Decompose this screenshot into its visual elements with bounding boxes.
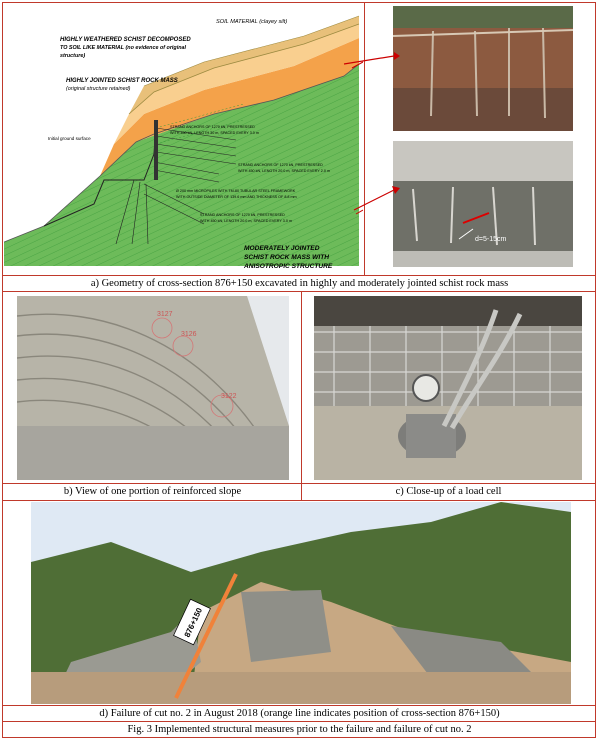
caption-d: d) Failure of cut no. 2 in August 2018 (… (99, 708, 500, 719)
label-spacing: d=5-15cm (475, 236, 506, 243)
label-hw-schist: HIGHLY WEATHERED SCHIST DECOMPOSED (60, 37, 191, 43)
photo-load-cell (314, 296, 582, 480)
svg-text:WITH OUTSIDE DIAMETER OF 139.6: WITH OUTSIDE DIAMETER OF 139.6 mm AND TH… (176, 195, 297, 199)
photo-weathered-schist (393, 6, 573, 131)
figure-caption: Fig. 3 Implemented structural measures p… (127, 724, 472, 735)
label-mj-schist: MODERATELY JOINTED (244, 245, 320, 252)
svg-text:Ø 200 mm MICROPILES WITH TM-80: Ø 200 mm MICROPILES WITH TM-80 TUBULAR S… (176, 189, 296, 193)
svg-text:SCHIST ROCK MASS WITH: SCHIST ROCK MASS WITH (244, 254, 329, 261)
photo-reinforced-slope: 3127 3126 3122 (17, 296, 289, 480)
photo-jointed-schist: d=5-15cm (393, 141, 573, 267)
divider (364, 3, 365, 275)
svg-text:WITH 450 kN, LENGTH 20.0 m, SP: WITH 450 kN, LENGTH 20.0 m, SPACED EVERY… (200, 219, 292, 223)
svg-text:STRAND ANCHORS OF 1270 kN, PRE: STRAND ANCHORS OF 1270 kN, PRESTRESSED (170, 125, 255, 129)
label-soil: SOIL MATERIAL (clayey silt) (216, 19, 287, 25)
svg-text:STRAND ANCHORS OF 1270 kN, PRE: STRAND ANCHORS OF 1270 kN, PRESTRESSED (200, 213, 285, 217)
caption-c: c) Close-up of a load cell (395, 486, 502, 497)
svg-text:WITH 450 kN, LENGTH 20.0 m, SP: WITH 450 kN, LENGTH 20.0 m, SPACED EVERY… (238, 169, 330, 173)
divider (301, 292, 302, 500)
divider (3, 291, 595, 292)
cross-section-drawing: SOIL MATERIAL (clayey silt) HIGHLY WEATH… (4, 4, 363, 274)
divider (3, 705, 595, 706)
svg-text:(original structure retained): (original structure retained) (66, 86, 131, 92)
label-ground-surface: Initial ground surface (48, 136, 91, 141)
divider (3, 483, 595, 484)
divider (3, 500, 595, 501)
divider (3, 721, 595, 722)
svg-text:WITH 450 kN, LENGTH 30 m, SPAC: WITH 450 kN, LENGTH 30 m, SPACED EVERY 3… (170, 131, 259, 135)
caption-a: a) Geometry of cross-section 876+150 exc… (90, 278, 509, 289)
photo-cut-failure: 876+150 (31, 502, 571, 704)
svg-text:structure): structure) (60, 53, 85, 59)
divider (3, 275, 595, 276)
mark-3122: 3122 (221, 393, 237, 400)
label-hj-schist: HIGHLY JOINTED SCHIST ROCK MASS (66, 78, 178, 84)
svg-text:STRAND ANCHORS OF 1270 kN, PRE: STRAND ANCHORS OF 1270 kN, PRESTRESSED (238, 163, 323, 167)
svg-text:TO SOIL LIKE MATERIAL (no evid: TO SOIL LIKE MATERIAL (no evidence of or… (60, 45, 186, 51)
mark-3127: 3127 (157, 311, 173, 318)
mark-3126: 3126 (181, 331, 197, 338)
svg-text:ANISOTROPIC STRUCTURE: ANISOTROPIC STRUCTURE (243, 263, 333, 270)
caption-b: b) View of one portion of reinforced slo… (63, 486, 242, 497)
